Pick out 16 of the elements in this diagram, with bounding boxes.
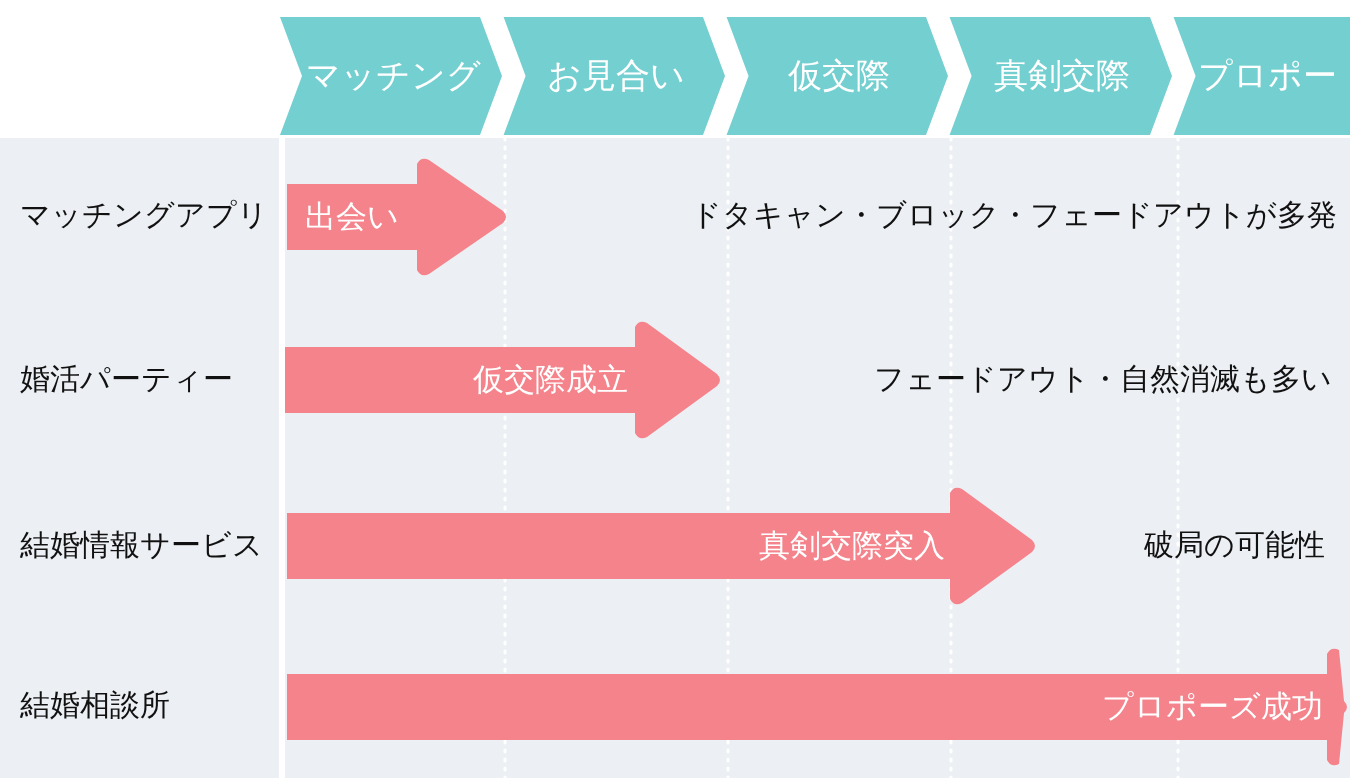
- stage-header: 真剣交際: [948, 17, 1172, 135]
- stage-header: マッチング: [280, 17, 502, 135]
- row-label: 結婚情報サービス: [20, 530, 263, 560]
- progress-bar: 仮交際成立: [285, 319, 723, 441]
- outcome-text: フェードアウト・自然消滅も多い: [874, 364, 1332, 394]
- progress-bar: プロポーズ成功: [287, 646, 1350, 768]
- stage-header: プロポー: [1172, 17, 1350, 135]
- outcome-text: ドタキャン・ブロック・フェードアウトが多発: [691, 200, 1337, 230]
- row-label: マッチングアプリ: [20, 200, 268, 230]
- row-label: 結婚相談所: [20, 690, 170, 720]
- stage-header: 仮交際: [725, 17, 948, 135]
- outcome-text: 破局の可能性: [1144, 530, 1325, 560]
- row-label: 婚活パーティー: [20, 364, 233, 394]
- progress-bar: 出会い: [287, 156, 509, 278]
- progress-bar: 真剣交際突入: [287, 485, 1038, 607]
- stage-header: お見合い: [502, 17, 725, 135]
